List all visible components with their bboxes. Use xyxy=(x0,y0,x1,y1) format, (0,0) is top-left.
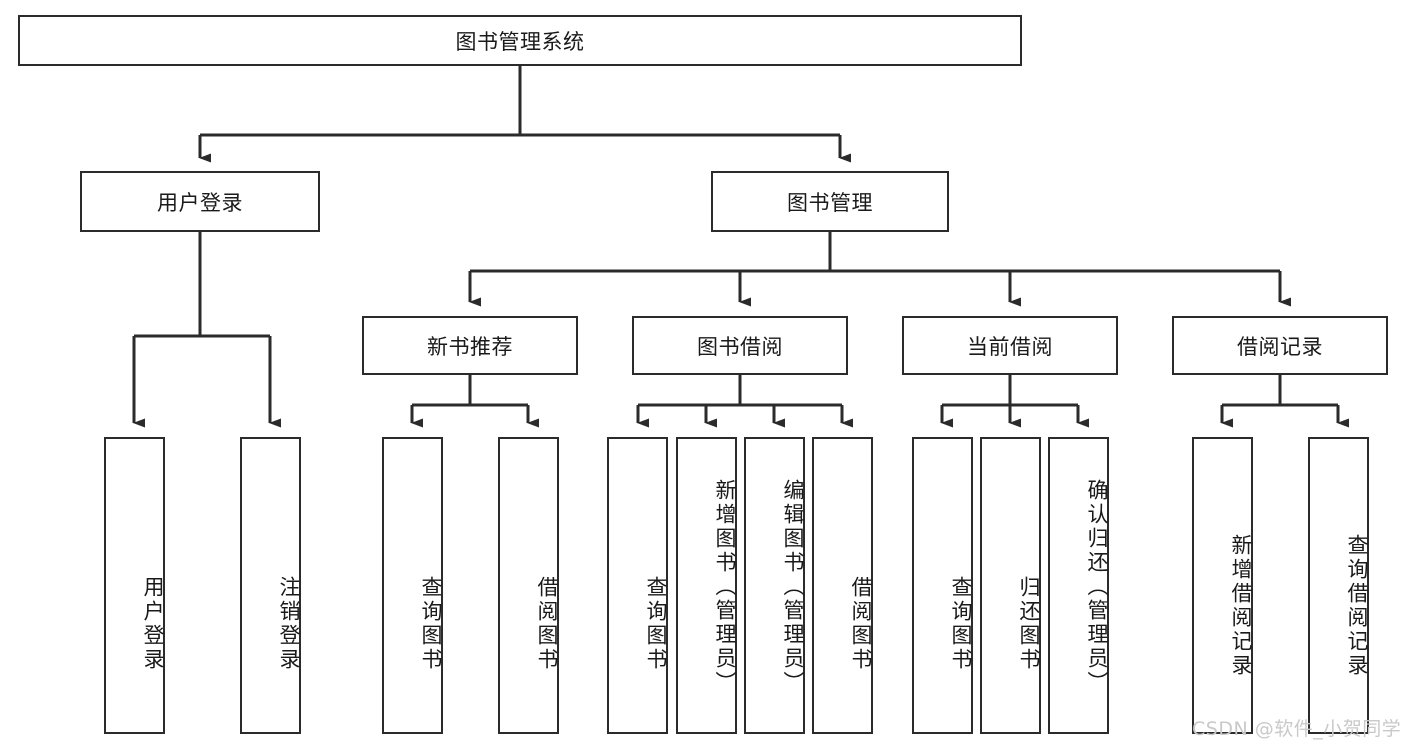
node-label: 图书管理系统 xyxy=(455,29,585,54)
node-label: 借阅图书 xyxy=(535,575,559,672)
node-book-management[interactable]: 图书管理 xyxy=(711,171,949,232)
leaf-book-borrow-edit[interactable]: 编辑图书（管理员） xyxy=(744,437,805,734)
node-label: 新增图书（管理员） xyxy=(713,478,737,695)
node-label: 编辑图书（管理员） xyxy=(781,478,805,695)
node-label: 借阅图书 xyxy=(849,575,873,672)
node-new-book-recommend[interactable]: 新书推荐 xyxy=(362,316,578,375)
node-label: 当前借阅 xyxy=(967,334,1053,359)
leaf-book-borrow-add[interactable]: 新增图书（管理员） xyxy=(676,437,737,734)
leaf-current-borrow-return[interactable]: 归还图书 xyxy=(980,437,1041,734)
leaf-current-borrow-confirm[interactable]: 确认归还（管理员） xyxy=(1048,437,1109,734)
leaf-user-login-login[interactable]: 用户登录 xyxy=(104,437,165,734)
leaf-new-book-borrow[interactable]: 借阅图书 xyxy=(498,437,559,734)
leaf-user-login-logout[interactable]: 注销登录 xyxy=(240,437,301,734)
node-label: 查询图书 xyxy=(419,575,443,672)
node-label: 用户登录 xyxy=(157,190,243,215)
csdn-watermark: CSDN @软件_小贺同学 xyxy=(1192,718,1402,740)
node-root-system[interactable]: 图书管理系统 xyxy=(18,15,1022,66)
node-book-borrow[interactable]: 图书借阅 xyxy=(632,316,848,375)
node-label: 注销登录 xyxy=(277,575,301,672)
node-label: 借阅记录 xyxy=(1237,334,1323,359)
leaf-new-book-query[interactable]: 查询图书 xyxy=(382,437,443,734)
leaf-borrow-record-add[interactable]: 新增借阅记录 xyxy=(1192,437,1253,734)
node-label: 确认归还（管理员） xyxy=(1085,478,1109,695)
node-user-login[interactable]: 用户登录 xyxy=(80,171,320,232)
node-label: 用户登录 xyxy=(141,575,165,672)
node-label: 查询借阅记录 xyxy=(1345,533,1369,678)
node-label: 图书借阅 xyxy=(697,334,783,359)
node-label: 图书管理 xyxy=(787,190,873,215)
node-current-borrow[interactable]: 当前借阅 xyxy=(902,316,1118,375)
node-label: 新增借阅记录 xyxy=(1229,533,1253,678)
node-label: 归还图书 xyxy=(1017,575,1041,672)
leaf-book-borrow-borrow[interactable]: 借阅图书 xyxy=(812,437,873,734)
node-label: 新书推荐 xyxy=(427,334,513,359)
leaf-borrow-record-query[interactable]: 查询借阅记录 xyxy=(1308,437,1369,734)
node-label: 查询图书 xyxy=(949,575,973,672)
leaf-book-borrow-query[interactable]: 查询图书 xyxy=(607,437,668,734)
leaf-current-borrow-query[interactable]: 查询图书 xyxy=(912,437,973,734)
node-borrow-record[interactable]: 借阅记录 xyxy=(1172,316,1388,375)
node-label: 查询图书 xyxy=(644,575,668,672)
